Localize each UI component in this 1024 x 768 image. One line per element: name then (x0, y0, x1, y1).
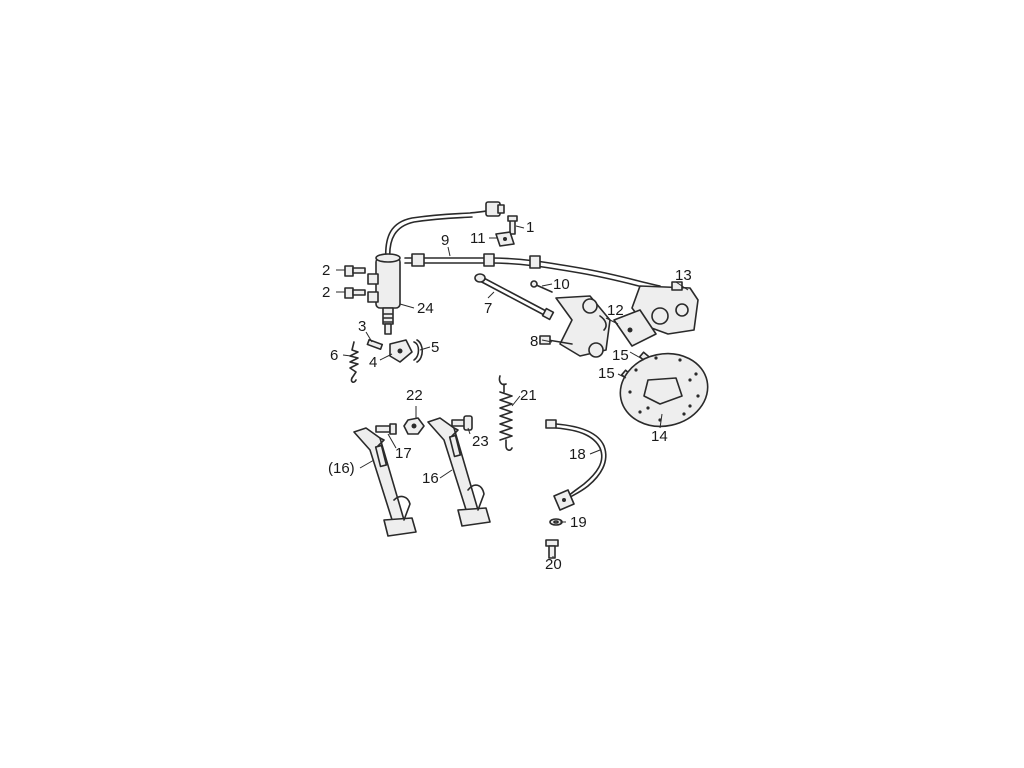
callout-5: 5 (431, 339, 439, 356)
callout-16: 16 (422, 470, 439, 487)
washer-part-19 (549, 518, 563, 526)
brake-disc-part-14 (619, 352, 709, 428)
callout-6: 6 (330, 347, 338, 364)
bracket-part-4 (389, 339, 413, 363)
rod-part-7 (474, 273, 555, 321)
callout-24: 24 (417, 300, 434, 317)
leader-lines (336, 225, 689, 558)
spring-part-6 (349, 341, 359, 383)
screw-part-10 (530, 280, 553, 293)
caliper-bracket-part-12 (613, 309, 657, 347)
callout-2-lower: 2 (322, 284, 330, 301)
callout-20: 20 (545, 556, 562, 573)
callout-18: 18 (569, 446, 586, 463)
bolt-part-17 (375, 423, 397, 435)
bolt-part-2-lower (344, 287, 366, 299)
master-cylinder-part-24 (367, 253, 401, 335)
callout-4: 4 (369, 354, 377, 371)
callout-21: 21 (520, 387, 537, 404)
spring-part-21 (498, 375, 513, 451)
bolt-part-1 (507, 215, 518, 235)
callout-1: 1 (526, 219, 534, 236)
callout-2-upper: 2 (322, 262, 330, 279)
callout-15-lower: 15 (598, 365, 615, 382)
callout-labels: 1 11 9 13 2 2 10 7 12 24 3 8 5 6 15 4 15… (322, 219, 692, 573)
callout-11: 11 (470, 230, 486, 247)
sensor-cable-part-18 (545, 419, 607, 511)
pin-part-3 (366, 338, 384, 351)
callout-22: 22 (406, 387, 423, 404)
brake-lever-part-8 (539, 295, 611, 358)
callout-23: 23 (472, 433, 489, 450)
callout-13: 13 (675, 267, 692, 284)
bolt-part-20 (545, 539, 559, 559)
callout-19: 19 (570, 514, 587, 531)
callout-8: 8 (530, 333, 538, 350)
side-stand-part-16-right (427, 417, 491, 527)
bolt-part-2-upper (344, 265, 366, 277)
side-stand-part-16-left (353, 427, 417, 537)
callout-17: 17 (395, 445, 412, 462)
callout-15-upper: 15 (612, 347, 629, 364)
callout-3: 3 (358, 318, 366, 335)
callout-10: 10 (553, 276, 570, 293)
nut-part-22 (403, 417, 425, 435)
callout-14: 14 (651, 428, 668, 445)
wiring-harness (384, 201, 505, 263)
clip-part-5 (413, 339, 424, 363)
callout-7: 7 (484, 300, 492, 317)
callout-9: 9 (441, 232, 449, 249)
clip-part-11 (495, 231, 515, 247)
bolt-part-23 (451, 415, 473, 431)
callout-12: 12 (607, 302, 624, 319)
callout-16-parenthesized: (16) (328, 460, 355, 477)
